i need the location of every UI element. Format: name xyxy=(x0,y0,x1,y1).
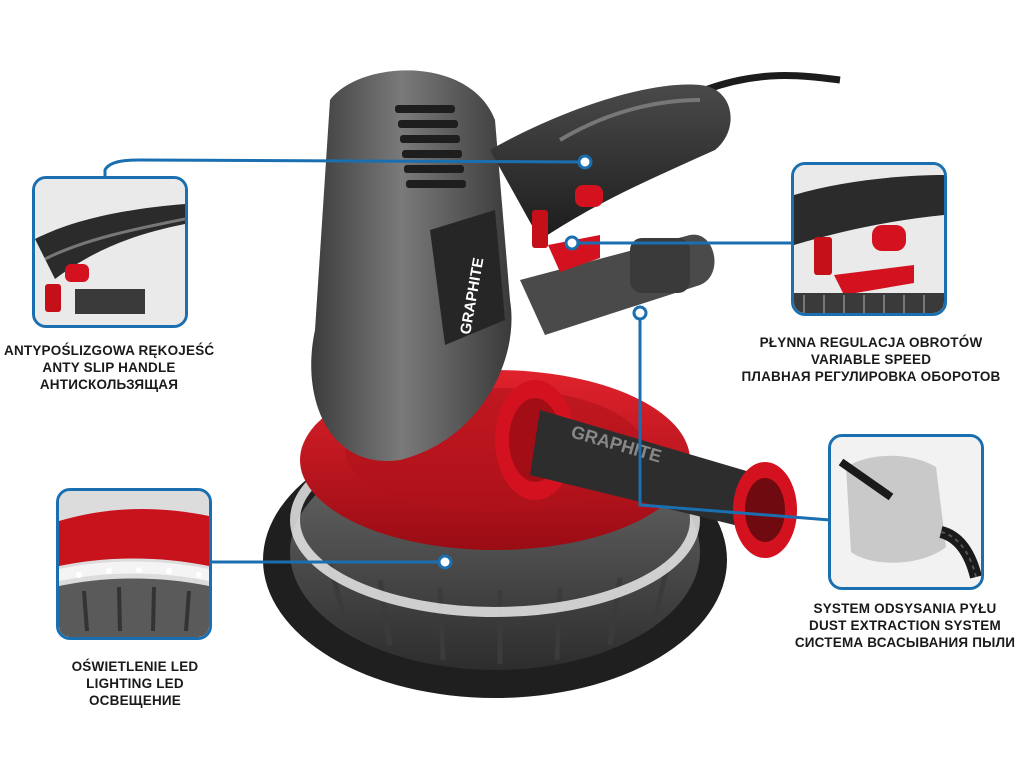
front-handle: GRAPHITE xyxy=(495,380,797,558)
power-cord xyxy=(703,72,841,94)
inset-variable-speed xyxy=(791,162,947,316)
inset-led-lighting xyxy=(56,488,212,640)
callout-lines xyxy=(103,158,831,564)
brand-panel xyxy=(430,210,505,345)
label-variable-speed: PŁYNNA REGULACJA OBROTÓW VARIABLE SPEED … xyxy=(740,334,1002,385)
label-line-pl: OŚWIETLENIE LED xyxy=(71,659,199,674)
label-line-pl: PŁYNNA REGULACJA OBROTÓW xyxy=(759,335,983,350)
label-line-ru: АНТИСКОЛЬЗЯЩАЯ xyxy=(39,377,179,392)
label-line-ru: СИСТЕМА ВСАСЫВАНИЯ ПЫЛИ xyxy=(794,635,1016,650)
inset-anti-slip-handle xyxy=(32,176,188,328)
label-line-pl: SYSTEM ODSYSANIA PYŁU xyxy=(813,601,997,616)
label-dust-extraction: SYSTEM ODSYSANIA PYŁU DUST EXTRACTION SY… xyxy=(790,600,1020,651)
label-led-lighting: OŚWIETLENIE LED LIGHTING LED ОСВЕЩЕНИЕ xyxy=(50,658,220,709)
lock-button xyxy=(575,185,603,207)
motor-vents xyxy=(395,105,466,188)
label-line-en: ANTY SLIP HANDLE xyxy=(42,360,176,375)
callout-dots xyxy=(437,154,648,570)
label-line-pl: ANTYPOŚLIZGOWA RĘKOJEŚĆ xyxy=(4,343,215,358)
label-line-en: LIGHTING LED xyxy=(86,676,184,691)
rear-handle xyxy=(490,84,731,240)
label-anti-slip-handle: ANTYPOŚLIZGOWA RĘKOJEŚĆ ANTY SLIP HANDLE… xyxy=(4,342,214,393)
speed-dial xyxy=(532,210,548,248)
inset-dust-extraction xyxy=(828,434,984,590)
label-line-ru: ПЛАВНАЯ РЕГУЛИРОВКА ОБОРОТОВ xyxy=(741,369,1001,384)
label-line-en: VARIABLE SPEED xyxy=(810,352,932,367)
label-line-en: DUST EXTRACTION SYSTEM xyxy=(809,618,1001,633)
label-line-ru: ОСВЕЩЕНИЕ xyxy=(88,693,182,708)
